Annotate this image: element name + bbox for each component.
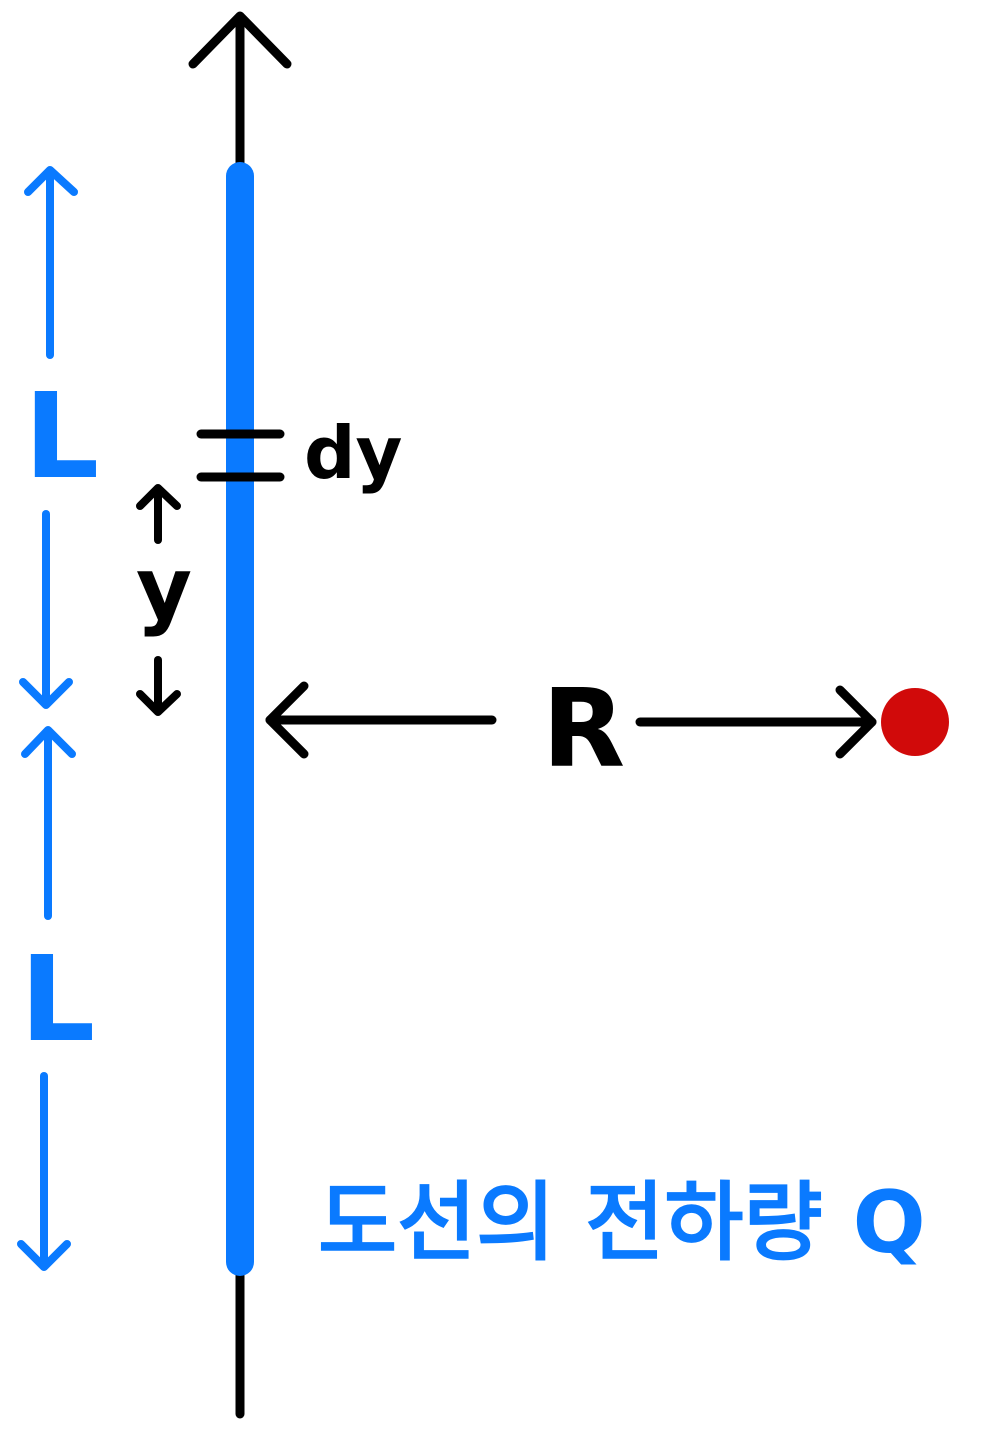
lower-span-top-arrowhead [21,726,76,758]
distance-left-arrowhead [265,681,309,759]
distance-span [265,681,877,759]
distance-right-arrowhead [835,685,877,759]
upper-span-bottom-arrowhead [19,678,73,709]
lower-length-label: L [20,930,95,1068]
distance-label: R [542,667,625,792]
wire-charge-label: 도선의 전하량 Q [318,1173,926,1273]
lower-length-span [17,726,76,1271]
lower-span-bottom-arrowhead [17,1240,71,1271]
upper-length-span [19,166,78,709]
upper-length-label: L [24,367,99,505]
offset-span-bottom-arrowhead [136,690,181,716]
offset-span [136,484,181,716]
upper-span-top-arrowhead [24,166,78,196]
point-charge [881,688,949,756]
offset-span-top-arrowhead [136,484,181,510]
element-marker [196,429,285,482]
offset-label: y [136,539,192,639]
element-label: dy [304,411,402,495]
axis-arrowhead [188,11,292,69]
